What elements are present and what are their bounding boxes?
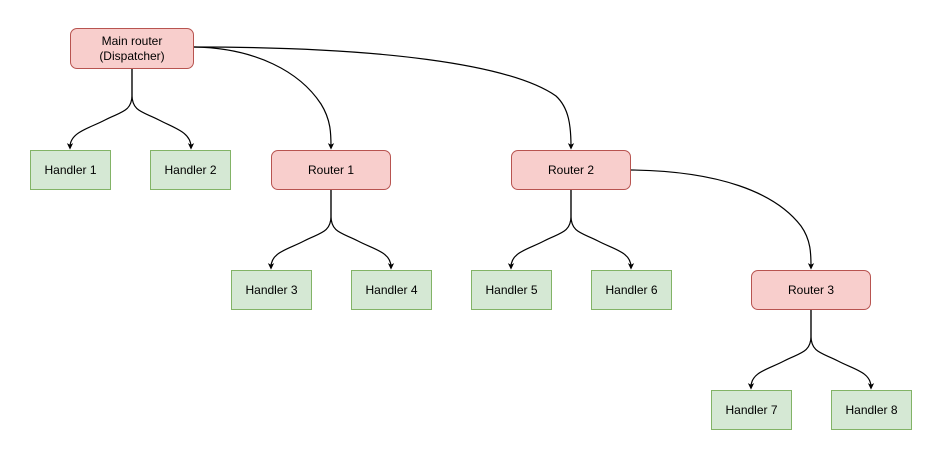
node-main-router[interactable]: Main router (Dispatcher) [70, 28, 194, 69]
node-handler-7[interactable]: Handler 7 [711, 390, 792, 430]
edge-router1-to-handler-3 [267, 189, 332, 270]
node-handler-8[interactable]: Handler 8 [831, 390, 912, 430]
node-handler-3[interactable]: Handler 3 [231, 270, 312, 310]
edge-main-to-handler-2 [131, 68, 195, 150]
node-router-1[interactable]: Router 1 [271, 150, 391, 190]
edge-main-to-router-2 [193, 46, 575, 150]
node-router-3[interactable]: Router 3 [751, 270, 871, 310]
edge-router2-to-router-3 [630, 169, 815, 270]
edge-router3-to-handler-7 [747, 309, 812, 390]
edge-router3-to-handler-8 [810, 309, 875, 390]
node-handler-5[interactable]: Handler 5 [471, 270, 552, 310]
node-handler-4[interactable]: Handler 4 [351, 270, 432, 310]
edge-router2-to-handler-5 [507, 189, 572, 270]
node-router-2[interactable]: Router 2 [511, 150, 631, 190]
edge-paths [66, 46, 875, 390]
node-handler-1[interactable]: Handler 1 [30, 150, 111, 190]
edge-main-to-router-1 [193, 46, 335, 150]
edge-main-to-handler-1 [66, 68, 133, 150]
node-handler-2[interactable]: Handler 2 [150, 150, 231, 190]
edge-router2-to-handler-6 [570, 189, 635, 270]
node-handler-6[interactable]: Handler 6 [591, 270, 672, 310]
edge-router1-to-handler-4 [330, 189, 395, 270]
